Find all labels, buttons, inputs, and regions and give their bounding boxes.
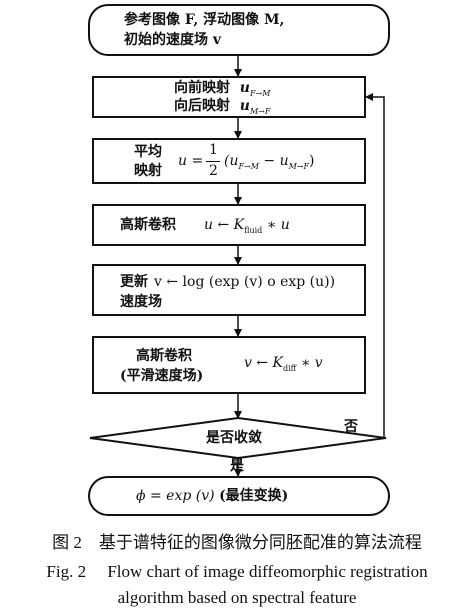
decision-label: 是否收敛 (206, 430, 262, 446)
step-update-velocity: 更新 v ← log (exp (v) o exp (u)) 速度场 (92, 264, 366, 316)
gaussian-fluid-formula: u ← Kfluid ∗ u (204, 217, 290, 235)
start-node: 参考图像 F, 浮动图像 M, 初始的速度场 v (88, 4, 390, 56)
start-line2: 初始的速度场 v (124, 32, 222, 48)
start-line1: 参考图像 F, 浮动图像 M, (124, 12, 285, 28)
gaussian-diff-label2: (平滑速度场) (120, 368, 204, 384)
decision-no-label: 否 (344, 419, 358, 435)
backward-mapping: 向后映射 uM→F (174, 98, 271, 116)
forward-mapping: 向前映射 uF→M (174, 80, 271, 98)
frac-den: 2 (209, 163, 218, 179)
update-formula: v ← log (exp (v) o exp (u)) (154, 274, 336, 290)
update-label2: 速度场 (120, 294, 162, 310)
average-formula-rest: (uF→M − uM→F) (224, 153, 315, 171)
caption-chinese: 图 2 基于谱特征的图像微分同胚配准的算法流程 (52, 533, 422, 552)
step-gaussian-fluid: 高斯卷积 u ← Kfluid ∗ u (92, 204, 366, 246)
loop-back-line (365, 93, 385, 438)
update-label1: 更新 (120, 274, 148, 290)
step-gaussian-diff: 高斯卷积 (平滑速度场) v ← Kdiff ∗ v (92, 336, 366, 394)
gaussian-fluid-label: 高斯卷积 (120, 217, 176, 233)
frac-num: 1 (209, 142, 218, 158)
average-label1: 平均 (134, 144, 162, 160)
end-node: ϕ = exp (v) (最佳变换) (88, 476, 390, 516)
frac-bar (206, 161, 220, 162)
gaussian-diff-formula: v ← Kdiff ∗ v (244, 355, 323, 373)
average-formula: u = (178, 153, 204, 169)
end-formula: ϕ = exp (v) (最佳变换) (136, 488, 289, 504)
gaussian-diff-label1: 高斯卷积 (136, 348, 192, 364)
average-label2: 映射 (134, 163, 162, 179)
caption-english-line1: Fig. 2 Flow chart of image diffeomorphic… (46, 562, 428, 581)
decision-yes-label: 是 (230, 458, 244, 474)
step-mapping: 向前映射 uF→M 向后映射 uM→F (92, 76, 366, 118)
caption-english-line2: algorithm based on spectral feature (117, 588, 357, 607)
step-average: 平均 映射 u = 1 2 (uF→M − uM→F) (92, 138, 366, 184)
